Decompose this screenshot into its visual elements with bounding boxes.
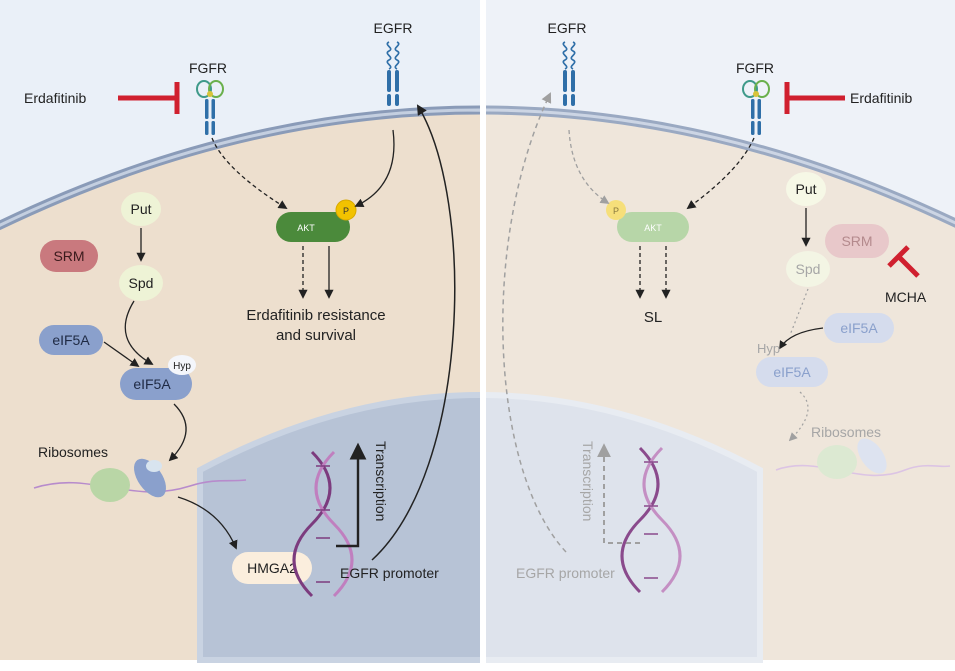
transcription-to-egfr-arrow bbox=[371, 104, 456, 561]
left-transcription-label: Transcription bbox=[373, 441, 389, 521]
mcha-inhibitor-t-bar-icon bbox=[887, 245, 920, 278]
left-hmga2-label: HMGA2 bbox=[247, 560, 297, 576]
left-hyp-badge bbox=[168, 355, 196, 375]
right-transcription-label: Transcription bbox=[580, 441, 596, 521]
left-put-node bbox=[121, 192, 161, 226]
panel-divider bbox=[480, 0, 486, 660]
ribosome-icon bbox=[33, 458, 247, 502]
right-sl-label: SL bbox=[644, 309, 662, 326]
right-eif5a-hyp-label: eIF5A bbox=[773, 364, 811, 380]
right-srm-label: SRM bbox=[841, 233, 872, 249]
ribosome-faded-icon bbox=[775, 438, 951, 479]
nucleus-left bbox=[197, 392, 480, 663]
right-ribosomes-label: Ribosomes bbox=[811, 424, 881, 440]
fgfr-to-akt-arrow bbox=[211, 137, 288, 209]
right-erdafitinib-label: Erdafitinib bbox=[850, 90, 912, 106]
right-phospho-label: P bbox=[613, 206, 619, 216]
left-spd-label: Spd bbox=[129, 275, 154, 291]
right-transcription-dashed-arrow bbox=[597, 443, 640, 544]
right-eif5a-label: eIF5A bbox=[840, 320, 878, 336]
right-put-node bbox=[786, 172, 826, 206]
right-egfr-label: EGFR bbox=[548, 20, 587, 36]
left-srm-node bbox=[40, 240, 98, 272]
left-srm-label: SRM bbox=[53, 248, 84, 264]
egfr-to-akt-faded-arrow bbox=[568, 129, 610, 204]
inhibitor-t-bar-icon bbox=[118, 82, 180, 114]
right-fgfr-label: FGFR bbox=[736, 60, 774, 76]
right-akt-label: AKT bbox=[644, 223, 662, 233]
akt-faded: AKT P bbox=[606, 200, 689, 242]
left-eif5a-hyp-node bbox=[120, 368, 192, 400]
left-fgfr-label: FGFR bbox=[189, 60, 227, 76]
left-promoter-label: EGFR promoter bbox=[340, 565, 439, 581]
left-ribosomes-label: Ribosomes bbox=[38, 444, 108, 460]
left-put-label: Put bbox=[130, 201, 151, 217]
left-phospho-label: P bbox=[343, 206, 349, 216]
right-eif5a-hyp-node bbox=[756, 357, 828, 387]
inhibitor-t-bar-right-icon bbox=[784, 82, 845, 114]
dna-helix-faded-icon bbox=[620, 446, 682, 594]
right-spd-label: Spd bbox=[796, 261, 821, 277]
phospho-badge-faded bbox=[606, 200, 626, 220]
right-transcription-to-egfr-arrow bbox=[502, 92, 567, 553]
right-put-label: Put bbox=[795, 181, 816, 197]
left-akt-label: AKT bbox=[297, 223, 315, 233]
phospho-badge bbox=[335, 199, 357, 221]
left-erdafitinib-label: Erdafitinib bbox=[24, 90, 86, 106]
left-outcome-line1: Erdafitinib resistance bbox=[246, 307, 385, 324]
transcription-arrow bbox=[336, 442, 367, 548]
left-eif5a-node bbox=[39, 325, 103, 355]
hyp-to-ribosome-arrow bbox=[168, 403, 187, 462]
right-srm-node bbox=[825, 224, 889, 258]
akt-active: AKT P bbox=[276, 199, 357, 242]
right-hyp-label: Hyp bbox=[757, 341, 780, 356]
eif5a-to-hyp-arrow bbox=[103, 341, 140, 368]
left-eif5a-label: eIF5A bbox=[52, 332, 90, 348]
right-spd-dotted-arrow bbox=[789, 288, 809, 336]
right-eif5a-arrow bbox=[779, 327, 824, 350]
right-eif5a-node bbox=[824, 313, 894, 343]
dna-helix-icon bbox=[292, 450, 354, 598]
egfr-to-akt-arrow bbox=[354, 129, 395, 207]
fgfr-to-akt-right-arrow bbox=[686, 137, 755, 210]
left-eif5a-hyp-label: eIF5A bbox=[133, 376, 171, 392]
right-mcha-label: MCHA bbox=[885, 289, 927, 305]
right-spd-node bbox=[786, 251, 830, 287]
left-hyp-label: Hyp bbox=[173, 361, 191, 372]
left-spd-node bbox=[119, 265, 163, 301]
left-egfr-label: EGFR bbox=[374, 20, 413, 36]
ribosome-to-hmga2-arrow bbox=[177, 496, 238, 550]
left-hmga2-node bbox=[232, 552, 312, 584]
spd-to-eif5a-arrow bbox=[124, 300, 154, 365]
right-promoter-label: EGFR promoter bbox=[516, 565, 615, 581]
nucleus-right bbox=[486, 392, 763, 663]
left-outcome-line2: and survival bbox=[276, 327, 356, 344]
